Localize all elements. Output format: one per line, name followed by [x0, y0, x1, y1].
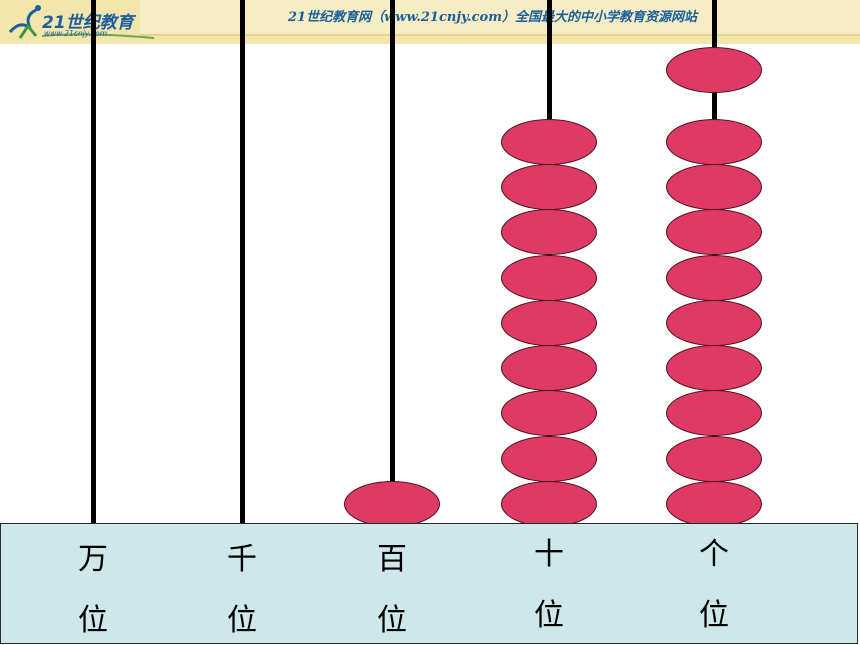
bead-ge-10[interactable]: [666, 47, 762, 94]
bead-ge-3[interactable]: [666, 390, 762, 437]
bead-ge-6[interactable]: [666, 254, 762, 301]
rod-qian: [239, 0, 245, 523]
label-ge-bottom: 位: [699, 598, 729, 633]
bead-shi-2[interactable]: [501, 435, 597, 482]
logo-url: www.21cnjy.com: [44, 29, 108, 38]
bead-ge-2[interactable]: [666, 435, 762, 482]
label-ge-top: 个: [699, 537, 729, 572]
bead-ge-4[interactable]: [666, 345, 762, 392]
bead-ge-8[interactable]: [666, 163, 762, 210]
bead-shi-4[interactable]: [501, 345, 597, 392]
bead-shi-7[interactable]: [501, 209, 597, 256]
rod-bai: [389, 0, 395, 523]
label-bai-bottom: 位: [377, 603, 407, 638]
label-shi-bottom: 位: [534, 598, 564, 633]
bead-ge-5[interactable]: [666, 299, 762, 346]
bead-ge-9[interactable]: [666, 118, 762, 165]
bead-ge-7[interactable]: [666, 209, 762, 256]
bead-bai-1[interactable]: [344, 481, 440, 527]
header-band: [140, 0, 860, 36]
site-logo: 21世纪教育 www.21cnjy.com: [6, 2, 156, 42]
abacus-base: [0, 523, 858, 644]
bead-shi-1[interactable]: [501, 481, 597, 527]
label-shi-top: 十: [534, 537, 564, 572]
label-qian-bottom: 位: [227, 603, 257, 638]
site-tagline: 21世纪教育网（www.21cnjy.com）全国最大的中小学教育资源网站: [288, 10, 697, 25]
bead-shi-9[interactable]: [501, 118, 597, 165]
bead-shi-8[interactable]: [501, 163, 597, 210]
bead-shi-6[interactable]: [501, 254, 597, 301]
rod-wan: [90, 0, 96, 523]
bead-ge-1[interactable]: [666, 481, 762, 527]
label-wan-bottom: 位: [78, 603, 108, 638]
bead-shi-5[interactable]: [501, 299, 597, 346]
label-wan-top: 万: [78, 542, 108, 577]
label-qian-top: 千: [227, 542, 257, 577]
label-bai-top: 百: [377, 542, 407, 577]
logo-text: 21世纪教育: [42, 13, 134, 33]
site-header: 21世纪教育 www.21cnjy.com 21世纪教育网（www.21cnjy…: [0, 0, 860, 44]
bead-shi-3[interactable]: [501, 390, 597, 437]
